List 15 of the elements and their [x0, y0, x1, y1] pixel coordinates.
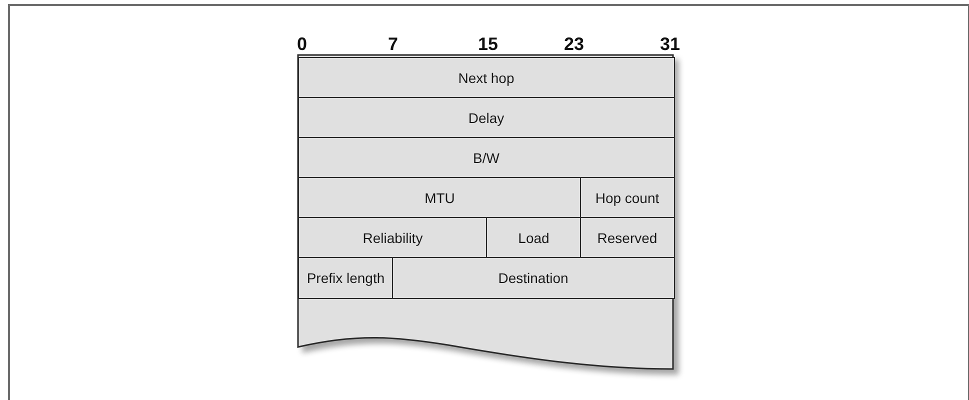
- bit-number: 23: [564, 34, 584, 55]
- bit-number: 0: [297, 34, 307, 55]
- field-cell: Load: [486, 217, 582, 258]
- field-cell: Reliability: [298, 217, 488, 258]
- bit-number: 31: [660, 34, 680, 55]
- field-cell: Prefix length: [298, 257, 394, 298]
- field-cell: Hop count: [580, 177, 674, 218]
- field-cell: Delay: [298, 97, 674, 138]
- field-cell: B/W: [298, 137, 674, 178]
- field-cell: Destination: [392, 257, 674, 298]
- bit-number: 15: [478, 34, 498, 55]
- field-cell: Reserved: [580, 217, 674, 258]
- field-cell: MTU: [298, 177, 582, 218]
- bit-number: 7: [388, 34, 398, 55]
- field-cell: Next hop: [298, 57, 674, 98]
